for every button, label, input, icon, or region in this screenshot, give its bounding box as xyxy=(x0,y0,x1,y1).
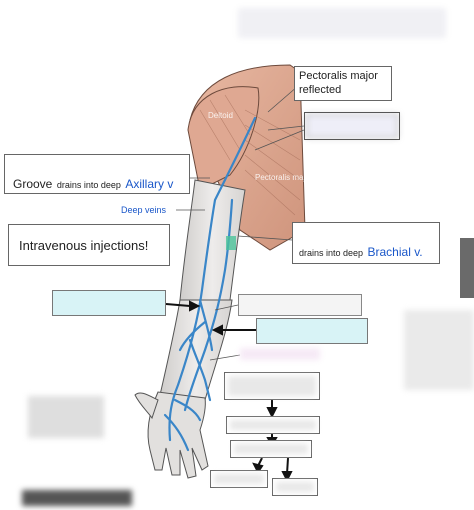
brachial-label: Brachial v. xyxy=(367,245,423,259)
blank-label-shoulder[interactable] xyxy=(306,114,398,138)
blank-label-cyan-right[interactable] xyxy=(256,318,368,344)
flow-box-3[interactable] xyxy=(230,440,312,458)
pectoralis-label-box: Pectoralis major reflected xyxy=(294,66,392,101)
groove-mid: drains into deep xyxy=(56,180,121,190)
groove-label-box: Groove drains into deep Axillary v xyxy=(4,154,190,194)
flow-box-5[interactable] xyxy=(272,478,318,496)
blank-label-forearm-top[interactable] xyxy=(238,294,362,316)
blank-label-cyan-left[interactable] xyxy=(52,290,166,316)
hand xyxy=(147,391,209,479)
flow-box-4[interactable] xyxy=(210,470,268,488)
scrollbar-edge[interactable] xyxy=(460,238,474,298)
faint-smudge xyxy=(240,348,320,360)
iv-label: Intravenous injections! xyxy=(19,238,149,253)
deep-veins-label: Deep veins xyxy=(121,205,167,215)
title-placeholder xyxy=(238,8,446,38)
brachial-label-box: drains into deep Brachial v. xyxy=(292,222,440,264)
groove-prefix: Groove xyxy=(13,177,53,191)
flow-box-1[interactable] xyxy=(224,372,320,400)
grey-smudge-left xyxy=(28,396,104,438)
pectoralis-text: Pectoralis major xyxy=(255,173,313,182)
forearm xyxy=(159,299,233,401)
brachial-prefix: drains into deep xyxy=(299,248,364,258)
deltoid-muscle xyxy=(187,86,260,191)
deltoid-text: Deltoid xyxy=(208,111,233,120)
pectoralis-label: Pectoralis major reflected xyxy=(299,70,378,96)
iv-label-box: Intravenous injections! xyxy=(8,224,170,266)
grey-smudge-right xyxy=(404,310,474,390)
blank-label-shoulder-frame xyxy=(304,112,400,140)
axillary-label: Axillary v xyxy=(125,177,174,191)
flow-box-2[interactable] xyxy=(226,416,320,434)
grey-smudge-bottom xyxy=(22,490,132,506)
